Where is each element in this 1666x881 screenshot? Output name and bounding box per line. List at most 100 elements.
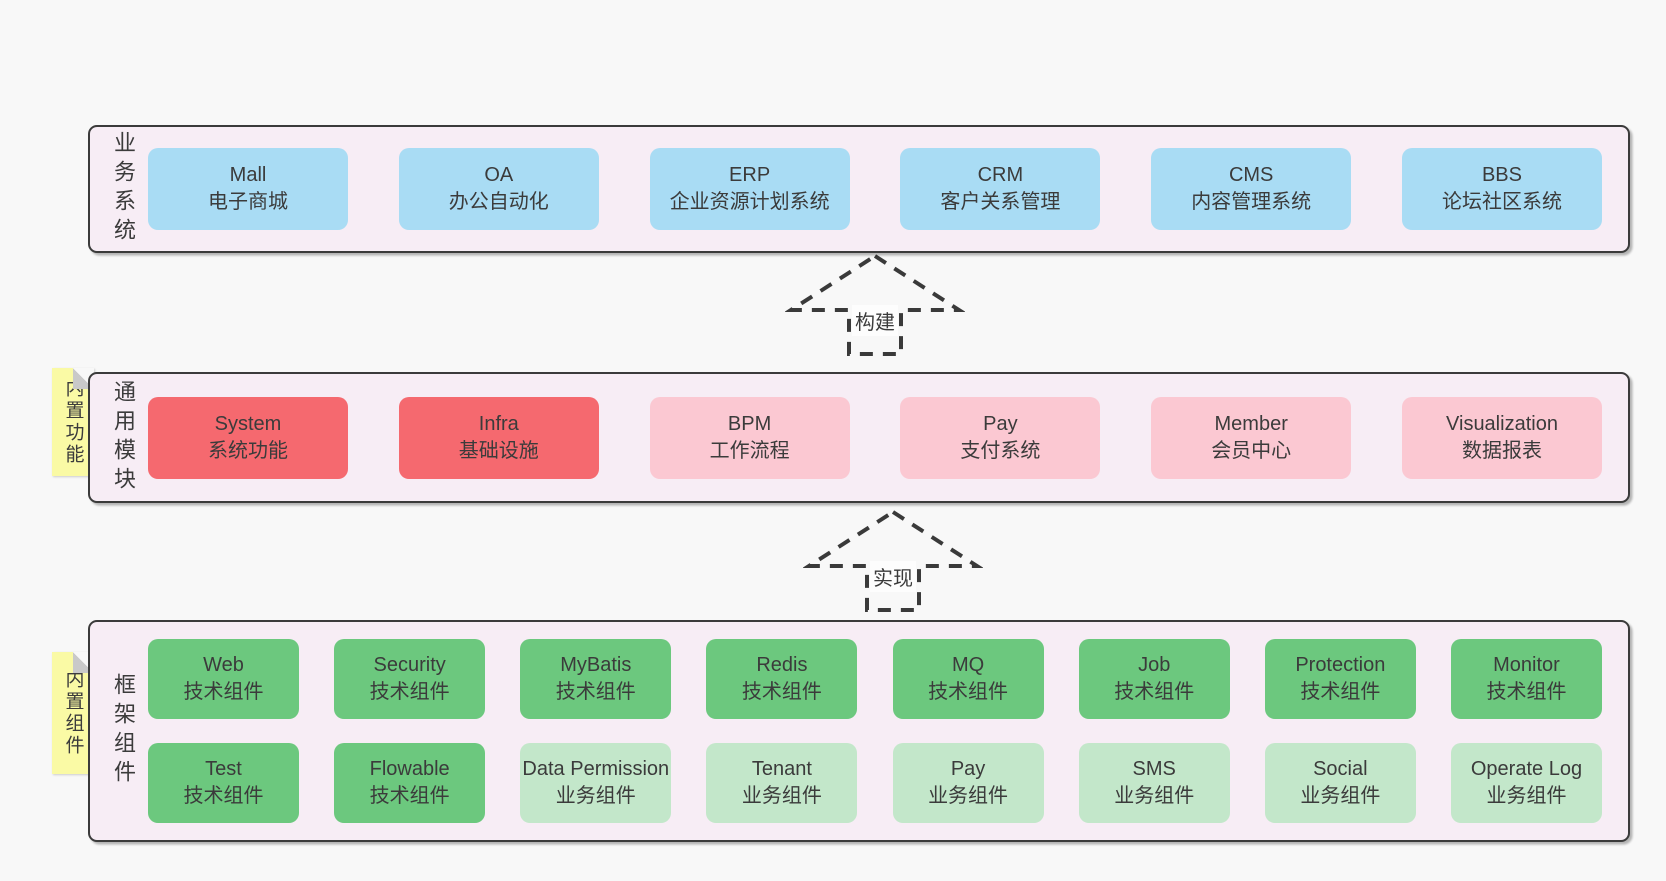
box-title: Redis: [756, 654, 808, 677]
box-title: BPM: [727, 412, 772, 435]
box-subtitle: 业务组件: [741, 785, 822, 807]
box-title: Member: [1214, 412, 1288, 435]
layer-title: 业务系统: [111, 131, 136, 247]
box-row: System 系统功能 Infra 基础设施 BPM 工作流程 Pay 支付系统 Member 会…: [148, 396, 1602, 479]
sticky-note-built-in-functions: 内置功能: [52, 368, 94, 476]
box-title: Flowable: [369, 758, 450, 781]
up-block-arrow-icon: [803, 509, 983, 612]
box-title: Data Permission: [522, 758, 670, 781]
build-arrow: 构建: [785, 252, 965, 358]
box-title: CRM: [977, 164, 1024, 187]
box-subtitle: 业务组件: [555, 785, 636, 807]
box-title: Visualization: [1446, 412, 1558, 435]
box-title: Job: [1138, 654, 1171, 677]
box-components-mybatis: MyBatis 技术组件: [520, 639, 672, 719]
layer-boxes: Mall 电子商城 OA 办公自动化 ERP 企业资源计划系统 CRM 客户关系管理 CMS 内容…: [148, 127, 1602, 251]
box-business-cms: CMS 内容管理系统: [1151, 148, 1352, 230]
box-title: Security: [373, 654, 446, 677]
arrow-label: 实现: [870, 561, 916, 592]
box-subtitle: 技术组件: [369, 785, 450, 807]
box-title: Operate Log: [1470, 758, 1583, 781]
box-title: ERP: [729, 164, 771, 187]
layer-business-systems: 业务系统 Mall 电子商城 OA 办公自动化 ERP 企业资源计划系统 CRM 客户关系管理…: [88, 125, 1630, 253]
box-subtitle: 办公自动化: [448, 191, 549, 213]
box-subtitle: 业务组件: [1486, 785, 1567, 807]
box-components-mq: MQ 技术组件: [892, 639, 1044, 719]
box-title: Test: [205, 758, 242, 781]
box-business-oa: OA 办公自动化: [398, 148, 599, 230]
box-components-tenant: Tenant 业务组件: [706, 743, 858, 823]
box-title: Web: [203, 654, 244, 677]
box-subtitle: 系统功能: [208, 439, 288, 462]
box-title: Infra: [478, 412, 519, 435]
box-title: Monitor: [1493, 654, 1560, 677]
box-business-bbs: BBS 论坛社区系统: [1401, 148, 1602, 230]
box-modules-pay: Pay 支付系统: [900, 396, 1101, 479]
box-modules-infra: Infra 基础设施: [398, 396, 599, 479]
sticky-note-text: 内置功能: [62, 378, 84, 466]
box-subtitle: 业务组件: [1114, 785, 1195, 807]
implement-arrow: 实现: [803, 508, 983, 614]
box-title: Tenant: [751, 758, 812, 781]
layer-title: 通用模块: [111, 379, 136, 496]
box-subtitle: 客户关系管理: [940, 191, 1061, 213]
box-subtitle: 会员中心: [1211, 439, 1292, 462]
box-subtitle: 业务组件: [1300, 785, 1381, 807]
box-components-pay: Pay 业务组件: [892, 743, 1044, 823]
box-subtitle: 技术组件: [183, 785, 264, 807]
box-title: Pay: [983, 412, 1018, 435]
box-title: Pay: [950, 758, 986, 781]
box-subtitle: 业务组件: [928, 785, 1009, 807]
box-subtitle: 电子商城: [208, 191, 288, 213]
box-title: Protection: [1295, 654, 1386, 677]
box-title: SMS: [1132, 758, 1176, 781]
box-components-web: Web 技术组件: [148, 639, 299, 719]
box-title: CMS: [1228, 164, 1274, 187]
box-components-flowable: Flowable 技术组件: [334, 743, 486, 823]
arrow-label: 构建: [852, 305, 898, 336]
box-subtitle: 论坛社区系统: [1441, 191, 1562, 213]
box-components-operate-log: Operate Log 业务组件: [1450, 743, 1602, 823]
box-subtitle: 支付系统: [960, 439, 1041, 462]
box-subtitle: 数据报表: [1461, 439, 1542, 462]
box-modules-bpm: BPM 工作流程: [649, 396, 850, 479]
box-components-monitor: Monitor 技术组件: [1450, 639, 1602, 719]
box-title: OA: [484, 164, 514, 187]
box-components-sms: SMS 业务组件: [1078, 743, 1230, 823]
box-subtitle: 技术组件: [928, 681, 1009, 703]
box-title: System: [214, 412, 282, 435]
box-subtitle: 技术组件: [183, 681, 264, 703]
box-modules-member: Member 会员中心: [1151, 396, 1352, 479]
layer-common-modules: 通用模块 System 系统功能 Infra 基础设施 BPM 工作流程 Pay 支付系统 Me…: [88, 372, 1630, 503]
box-title: BBS: [1481, 164, 1522, 187]
box-modules-visualization: Visualization 数据报表: [1401, 396, 1602, 479]
layer-boxes: System 系统功能 Infra 基础设施 BPM 工作流程 Pay 支付系统 Member 会…: [148, 374, 1602, 501]
box-subtitle: 企业资源计划系统: [669, 191, 830, 213]
box-title: Social: [1313, 758, 1368, 781]
box-modules-system: System 系统功能: [148, 396, 348, 479]
box-components-social: Social 业务组件: [1264, 743, 1416, 823]
box-title: MQ: [951, 654, 985, 677]
box-subtitle: 技术组件: [1486, 681, 1567, 703]
box-title: MyBatis: [560, 654, 632, 677]
sticky-note-text: 内置组件: [62, 669, 84, 757]
box-business-mall: Mall 电子商城: [148, 148, 348, 230]
box-subtitle: 技术组件: [741, 681, 822, 703]
box-subtitle: 内容管理系统: [1191, 191, 1312, 213]
up-block-arrow-icon: [785, 253, 965, 356]
box-components-redis: Redis 技术组件: [706, 639, 858, 719]
box-title: Mall: [229, 164, 267, 187]
box-subtitle: 工作流程: [709, 439, 790, 462]
box-business-crm: CRM 客户关系管理: [900, 148, 1101, 230]
layer-title: 框架组件: [111, 673, 136, 789]
box-subtitle: 基础设施: [458, 439, 539, 462]
box-components-test: Test 技术组件: [148, 743, 299, 823]
box-subtitle: 技术组件: [555, 681, 636, 703]
